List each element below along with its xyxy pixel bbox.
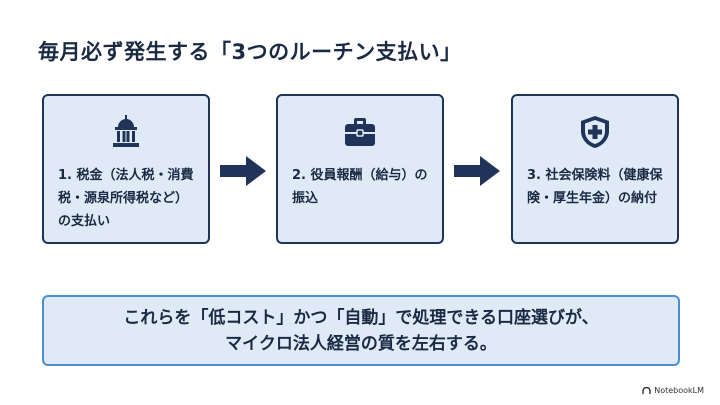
arrow-right-icon: [454, 156, 500, 186]
brand-label: NotebookLM: [654, 386, 704, 395]
summary-box: これらを「低コスト」かつ「自動」で処理できる口座選びが、 マイクロ法人経営の質を…: [42, 295, 680, 366]
arrow-right-icon: [220, 156, 266, 186]
step-label: 3. 社会保険料（健康保険・厚生年金）の納付: [527, 168, 663, 206]
step-label: 1. 税金（法人税・消費税・源泉所得税など）の支払い: [58, 168, 194, 229]
step-card-insurance: 3. 社会保険料（健康保険・厚生年金）の納付: [511, 94, 679, 244]
notebooklm-watermark: NotebookLM: [642, 386, 704, 395]
step-card-salary: 2. 役員報酬（給与）の振込: [276, 94, 444, 244]
notebooklm-logo-icon: [642, 386, 651, 394]
step-label: 2. 役員報酬（給与）の振込: [292, 168, 428, 206]
medical-shield-icon: [581, 116, 609, 148]
summary-line-1: これらを「低コスト」かつ「自動」で処理できる口座選びが、: [123, 307, 599, 328]
government-building-icon: [113, 115, 139, 147]
page-title: 毎月必ず発生する「3つのルーチン支払い」: [38, 40, 462, 64]
step-card-tax: 1. 税金（法人税・消費税・源泉所得税など）の支払い: [42, 94, 210, 244]
briefcase-icon: [345, 118, 375, 146]
summary-line-2: マイクロ法人経営の質を左右する。: [225, 333, 497, 354]
